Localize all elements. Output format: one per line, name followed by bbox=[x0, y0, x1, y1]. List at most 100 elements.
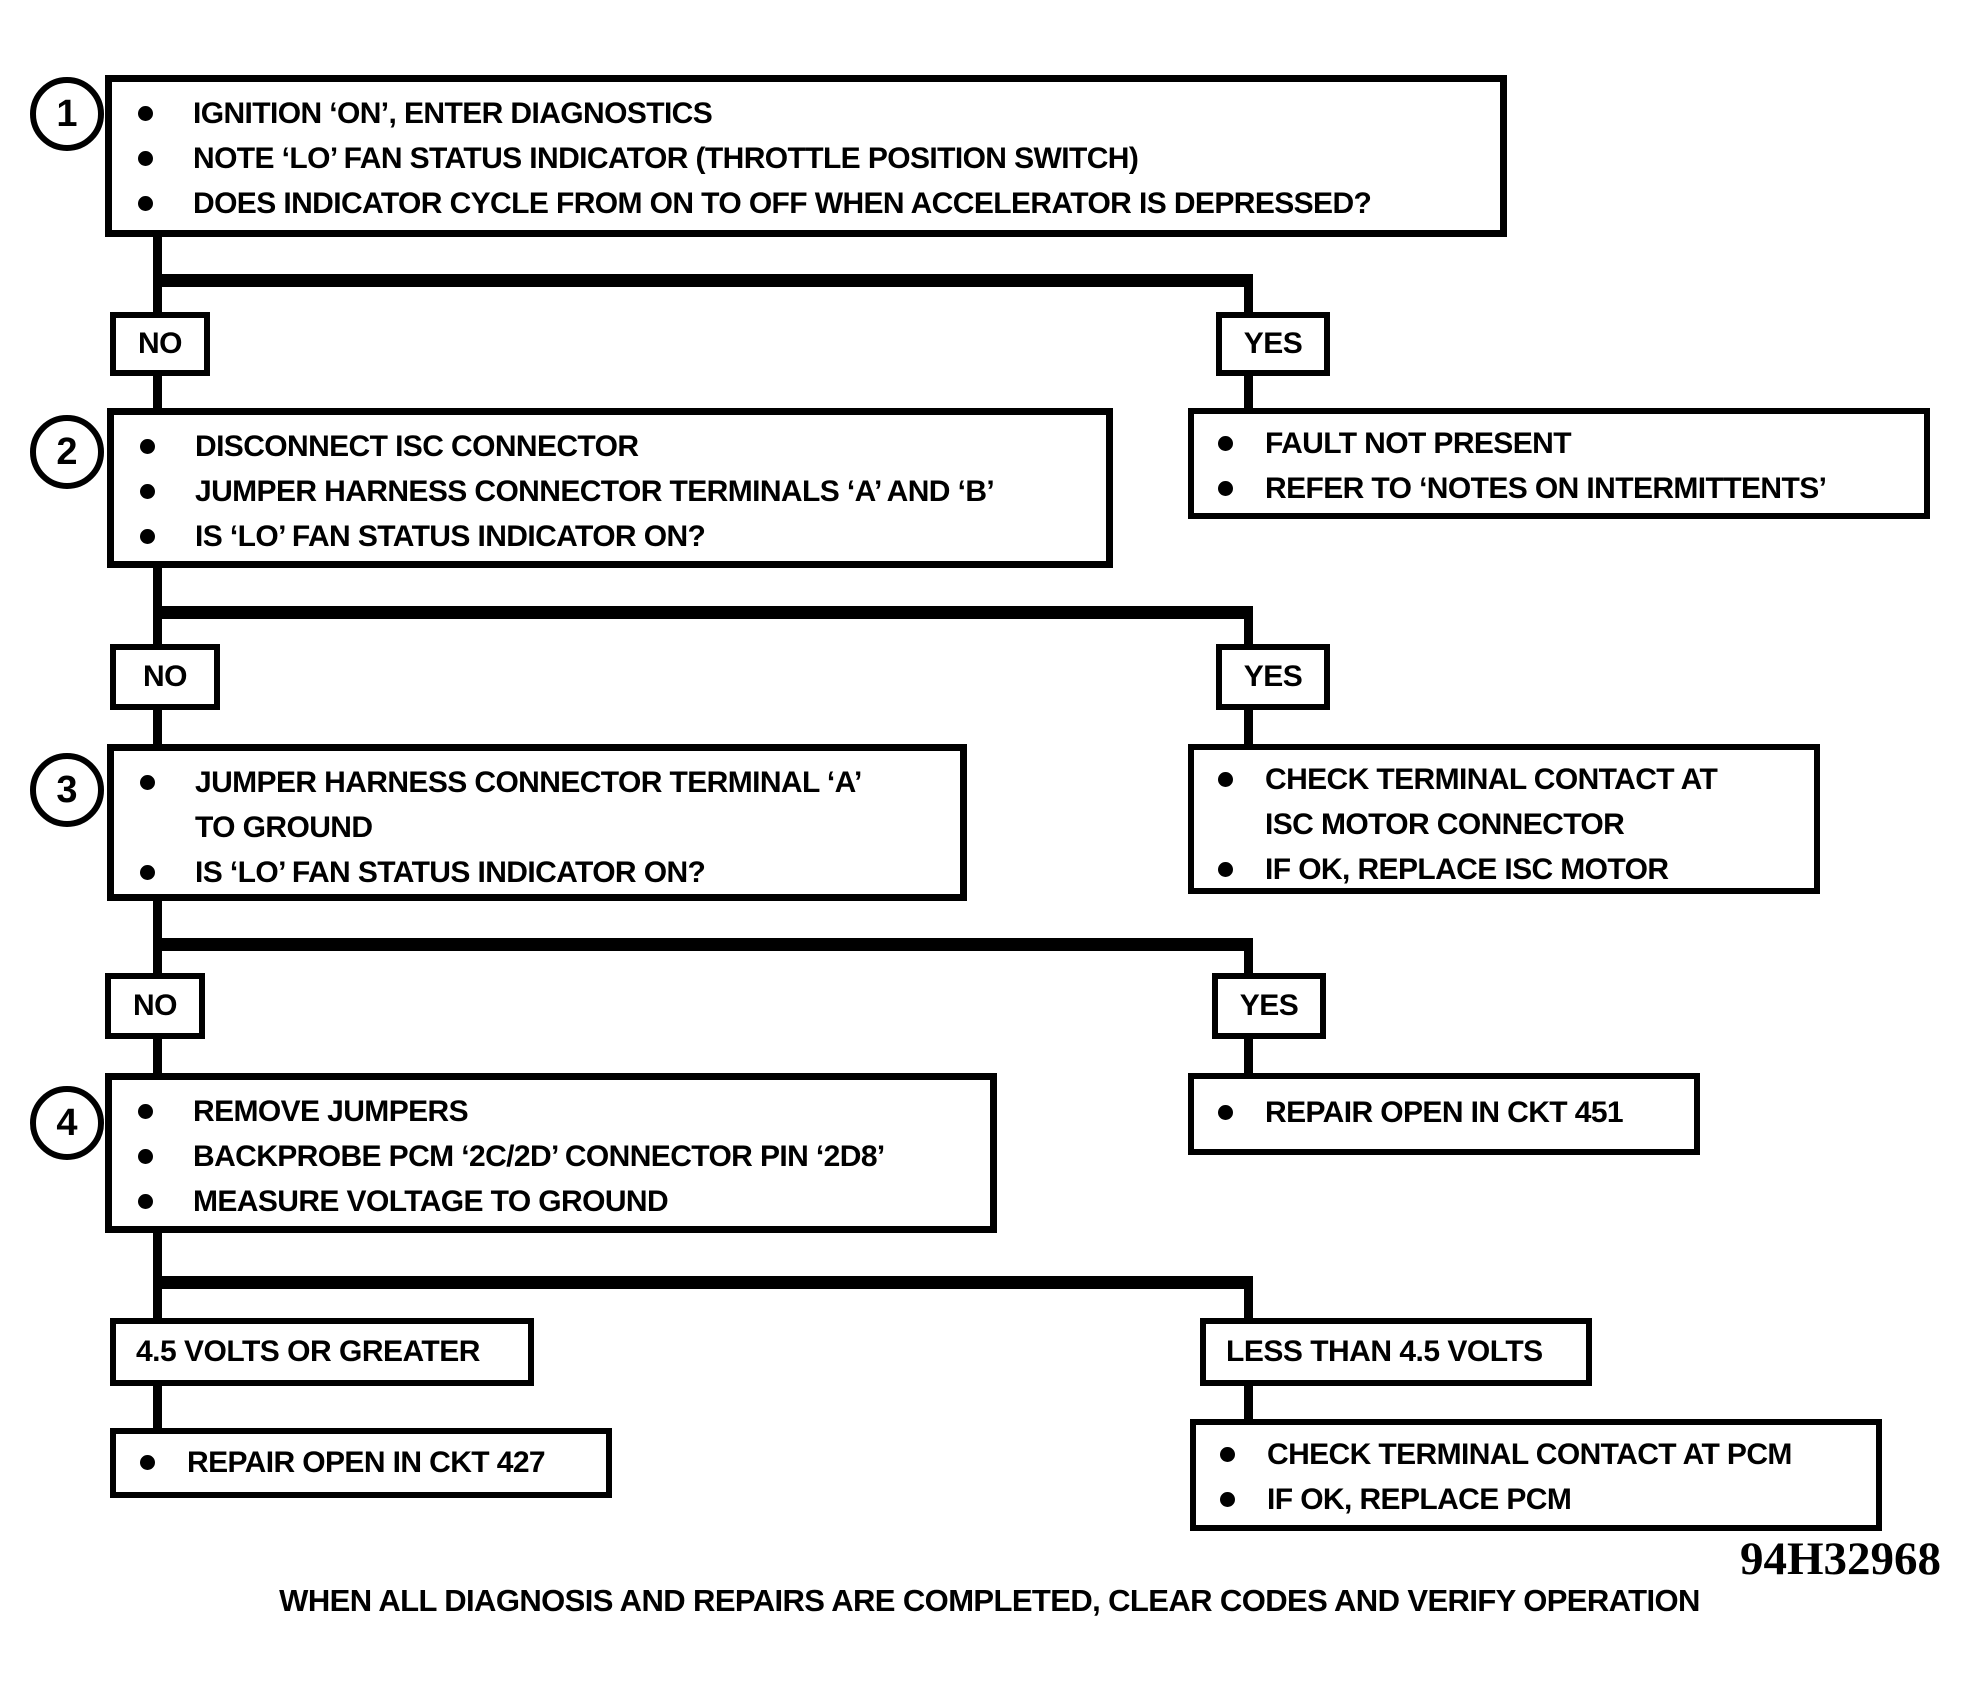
bullet-icon bbox=[1218, 862, 1233, 877]
no-label-text: NO bbox=[133, 989, 178, 1022]
voltage-box-less: LESS THAN 4.5 VOLTS bbox=[1200, 1318, 1592, 1386]
step-4-bullet-2: BACKPROBE PCM ‘2C/2D’ CONNECTOR PIN ‘2D8… bbox=[193, 1140, 885, 1173]
list-item: IS ‘LO’ FAN STATUS INDICATOR ON? bbox=[114, 514, 1090, 559]
connector-hbar bbox=[153, 938, 1253, 951]
step-3-bullet-2: IS ‘LO’ FAN STATUS INDICATOR ON? bbox=[195, 856, 706, 889]
result-1-bullet-1: FAULT NOT PRESENT bbox=[1265, 427, 1572, 460]
list-item: DISCONNECT ISC CONNECTOR bbox=[114, 424, 1090, 469]
step-1-box: IGNITION ‘ON’, ENTER DIAGNOSTICS NOTE ‘L… bbox=[105, 75, 1507, 237]
list-item: JUMPER HARNESS CONNECTOR TERMINAL ‘A’ TO… bbox=[114, 760, 944, 850]
bullet-icon bbox=[140, 529, 155, 544]
list-item: DOES INDICATOR CYCLE FROM ON TO OFF WHEN… bbox=[112, 181, 1484, 226]
bullet-icon bbox=[140, 439, 155, 454]
bullet-icon bbox=[138, 1104, 153, 1119]
yes-label-1: YES bbox=[1216, 312, 1330, 376]
connector-vline bbox=[1244, 949, 1253, 975]
footer-note: WHEN ALL DIAGNOSIS AND REPAIRS ARE COMPL… bbox=[279, 1583, 1700, 1618]
no-label-1: NO bbox=[110, 312, 210, 376]
connector-vline bbox=[153, 566, 162, 609]
connector-vline bbox=[1244, 285, 1253, 314]
step-4-bullet-3: MEASURE VOLTAGE TO GROUND bbox=[193, 1185, 669, 1218]
connector-vline bbox=[153, 1231, 162, 1278]
list-item: BACKPROBE PCM ‘2C/2D’ CONNECTOR PIN ‘2D8… bbox=[112, 1134, 974, 1179]
step-2-number: 2 bbox=[30, 415, 104, 489]
step-1-bullet-1: IGNITION ‘ON’, ENTER DIAGNOSTICS bbox=[193, 97, 713, 130]
result-box-isc-motor: CHECK TERMINAL CONTACT AT ISC MOTOR CONN… bbox=[1188, 744, 1820, 894]
list-item: CHECK TERMINAL CONTACT AT PCM bbox=[1196, 1432, 1860, 1477]
bullet-icon bbox=[138, 1194, 153, 1209]
list-item: JUMPER HARNESS CONNECTOR TERMINALS ‘A’ A… bbox=[114, 469, 1090, 514]
bullet-icon bbox=[138, 106, 153, 121]
bullet-icon bbox=[140, 775, 155, 790]
list-item: REPAIR OPEN IN CKT 451 bbox=[1194, 1090, 1678, 1135]
bullet-icon bbox=[138, 196, 153, 211]
connector-vline bbox=[153, 285, 162, 314]
connector-vline bbox=[1244, 708, 1253, 746]
step-2-box: DISCONNECT ISC CONNECTOR JUMPER HARNESS … bbox=[107, 408, 1113, 568]
list-item: REFER TO ‘NOTES ON INTERMITTENTS’ bbox=[1194, 466, 1908, 511]
bullet-icon bbox=[140, 1455, 155, 1470]
list-item: REMOVE JUMPERS bbox=[112, 1089, 974, 1134]
list-item: IS ‘LO’ FAN STATUS INDICATOR ON? bbox=[114, 850, 944, 895]
bullet-icon bbox=[1218, 436, 1233, 451]
list-item: IF OK, REPLACE ISC MOTOR bbox=[1194, 847, 1798, 892]
yes-label-text: YES bbox=[1239, 989, 1299, 1022]
result-box-fault-not-present: FAULT NOT PRESENT REFER TO ‘NOTES ON INT… bbox=[1188, 408, 1930, 519]
list-item: IGNITION ‘ON’, ENTER DIAGNOSTICS bbox=[112, 91, 1484, 136]
connector-vline bbox=[1244, 1037, 1253, 1075]
result-2-bullet-2: IF OK, REPLACE ISC MOTOR bbox=[1265, 853, 1669, 886]
connector-vline bbox=[1244, 374, 1253, 410]
yes-label-3: YES bbox=[1212, 973, 1326, 1039]
step-1-number: 1 bbox=[30, 77, 104, 151]
connector-vline bbox=[153, 374, 162, 410]
connector-hbar bbox=[153, 274, 1253, 287]
no-label-text: NO bbox=[138, 327, 183, 360]
bullet-icon bbox=[1218, 772, 1233, 787]
bullet-icon bbox=[1220, 1447, 1235, 1462]
result-3-bullet-1: REPAIR OPEN IN CKT 451 bbox=[1265, 1096, 1624, 1129]
step-2-bullet-3: IS ‘LO’ FAN STATUS INDICATOR ON? bbox=[195, 520, 706, 553]
list-item: CHECK TERMINAL CONTACT AT ISC MOTOR CONN… bbox=[1194, 757, 1798, 847]
step-3-box: JUMPER HARNESS CONNECTOR TERMINAL ‘A’ TO… bbox=[107, 744, 967, 901]
bullet-icon bbox=[1220, 1492, 1235, 1507]
yes-label-2: YES bbox=[1216, 644, 1330, 710]
bullet-icon bbox=[138, 1149, 153, 1164]
bullet-icon bbox=[140, 484, 155, 499]
no-label-2: NO bbox=[110, 644, 220, 710]
no-label-3: NO bbox=[105, 973, 205, 1039]
voltage-label-right: LESS THAN 4.5 VOLTS bbox=[1226, 1335, 1543, 1368]
step-3-bullet-1: JUMPER HARNESS CONNECTOR TERMINAL ‘A’ TO… bbox=[195, 766, 862, 844]
step-2-bullet-1: DISCONNECT ISC CONNECTOR bbox=[195, 430, 639, 463]
connector-vline bbox=[153, 1384, 162, 1430]
connector-vline bbox=[153, 617, 162, 646]
connector-vline bbox=[153, 235, 162, 276]
result-2-bullet-1: CHECK TERMINAL CONTACT AT ISC MOTOR CONN… bbox=[1265, 763, 1718, 841]
voltage-label-left: 4.5 VOLTS OR GREATER bbox=[136, 1335, 480, 1368]
connector-hbar bbox=[153, 606, 1253, 619]
bullet-icon bbox=[140, 865, 155, 880]
final-left-bullet-1: REPAIR OPEN IN CKT 427 bbox=[187, 1446, 546, 1479]
step-1-bullet-2: NOTE ‘LO’ FAN STATUS INDICATOR (THROTTLE… bbox=[193, 142, 1139, 175]
bullet-icon bbox=[1218, 1105, 1233, 1120]
result-box-ckt-451: REPAIR OPEN IN CKT 451 bbox=[1188, 1073, 1700, 1155]
yes-label-text: YES bbox=[1243, 327, 1303, 360]
connector-vline bbox=[1244, 1384, 1253, 1421]
connector-vline bbox=[1244, 617, 1253, 646]
list-item: IF OK, REPLACE PCM bbox=[1196, 1477, 1860, 1522]
final-box-ckt-427: REPAIR OPEN IN CKT 427 bbox=[110, 1428, 612, 1498]
step-1-bullet-3: DOES INDICATOR CYCLE FROM ON TO OFF WHEN… bbox=[193, 187, 1372, 220]
connector-vline bbox=[153, 1037, 162, 1075]
bullet-icon bbox=[1218, 481, 1233, 496]
no-label-text: NO bbox=[143, 660, 188, 693]
final-right-bullet-1: CHECK TERMINAL CONTACT AT PCM bbox=[1267, 1438, 1792, 1471]
final-box-pcm: CHECK TERMINAL CONTACT AT PCM IF OK, REP… bbox=[1190, 1419, 1882, 1531]
list-item: NOTE ‘LO’ FAN STATUS INDICATOR (THROTTLE… bbox=[112, 136, 1484, 181]
bullet-icon bbox=[138, 151, 153, 166]
connector-hbar bbox=[153, 1276, 1253, 1289]
figure-id: 94H32968 bbox=[1739, 1533, 1941, 1585]
step-3-number: 3 bbox=[30, 753, 104, 827]
voltage-box-greater: 4.5 VOLTS OR GREATER bbox=[110, 1318, 534, 1386]
step-2-bullet-2: JUMPER HARNESS CONNECTOR TERMINALS ‘A’ A… bbox=[195, 475, 995, 508]
step-4-number: 4 bbox=[30, 1086, 104, 1160]
